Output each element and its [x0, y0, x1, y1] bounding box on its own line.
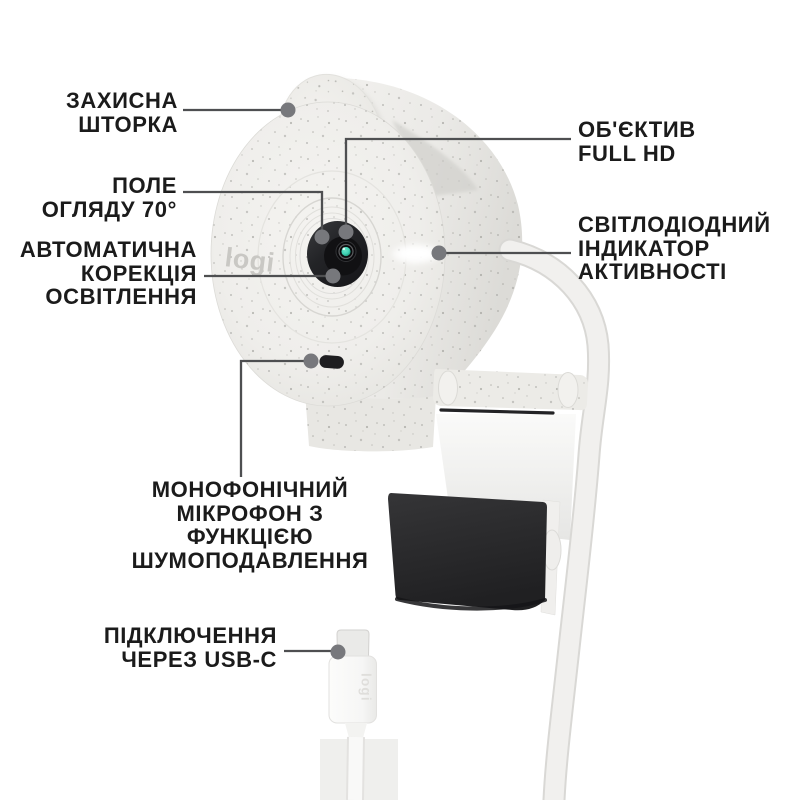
mount-top-bar [433, 369, 588, 415]
callout-line: ФУНКЦІЄЮ [186, 524, 314, 549]
leader-line-microphone [239, 359, 310, 477]
callout-line: ШТОРКА [78, 111, 178, 137]
callout-line: ПІДКЛЮЧЕННЯ [103, 623, 277, 648]
callout-line: ЧЕРЕЗ USB-C [121, 646, 277, 672]
callout-microphone: МОНОФОНІЧНИЙ МІКРОФОН З ФУНКЦІЄЮ ШУМОПОД… [123, 478, 377, 572]
callout-line: АВТОМАТИЧНА [19, 237, 197, 262]
mount-slot-line [439, 408, 555, 415]
callout-line: АКТИВНОСТІ [578, 259, 727, 284]
callout-line: МІКРОФОН З [176, 500, 324, 526]
usb-plug-logo: logi [359, 673, 374, 702]
leader-dot-microphone [303, 353, 319, 369]
mount-neck [305, 392, 436, 452]
callout-led-indicator: СВІТЛОДІОДНИЙ ІНДИКАТОР АКТИВНОСТІ [578, 213, 771, 284]
mount-hinge-left [438, 370, 458, 406]
leader-dot-shutter [280, 102, 296, 118]
callout-auto-light-correction: АВТОМАТИЧНА КОРЕКЦІЯ ОСВІТЛЕННЯ [20, 238, 197, 309]
callout-shutter: ЗАХИСНА ШТОРКА [66, 89, 178, 136]
callout-line: КОРЕКЦІЯ [80, 260, 197, 286]
usb-cable [498, 238, 611, 800]
logi-logo: logi [223, 242, 276, 278]
leader-dot-lens [338, 224, 354, 240]
callout-usb: ПІДКЛЮЧЕННЯ ЧЕРЕЗ USB-C [104, 624, 277, 671]
callout-line: ШУМОПОДАВЛЕННЯ [131, 547, 369, 573]
callout-line: ЗАХИСНА [65, 88, 178, 113]
usb-c-strain-relief [345, 723, 367, 738]
callout-line: ПОЛЕ [112, 173, 177, 198]
leader-line-lens [344, 137, 571, 231]
leader-dot-auto-light [325, 268, 341, 284]
callout-line: ОСВІТЛЕННЯ [45, 284, 197, 309]
callout-line: FULL HD [578, 140, 676, 166]
callout-line: МОНОФОНІЧНИЙ [151, 477, 349, 502]
leader-dot-field-of-view [314, 229, 330, 245]
callout-line: СВІТЛОДІОДНИЙ [578, 212, 771, 237]
leader-lines [183, 108, 571, 653]
microphone-slot [319, 355, 344, 369]
usb-c-connector: logi [328, 629, 377, 800]
callout-line: ОГЛЯДУ 70° [41, 196, 177, 222]
callout-line: ОБ'ЄКТИВ [578, 117, 696, 142]
mount-hinge-right [557, 372, 579, 408]
mount-clip-plate [388, 493, 547, 611]
leader-dots [280, 102, 447, 660]
callout-lens: ОБ'ЄКТИВ FULL HD [578, 118, 696, 165]
callout-field-of-view: ПОЛЕ ОГЛЯДУ 70° [42, 174, 177, 221]
led-indicator-glow [392, 244, 440, 264]
leader-dot-led [431, 245, 447, 261]
callout-line: ІНДИКАТОР [578, 235, 710, 261]
leader-dot-usb [330, 644, 346, 660]
leader-line-field-of-view [183, 190, 324, 236]
